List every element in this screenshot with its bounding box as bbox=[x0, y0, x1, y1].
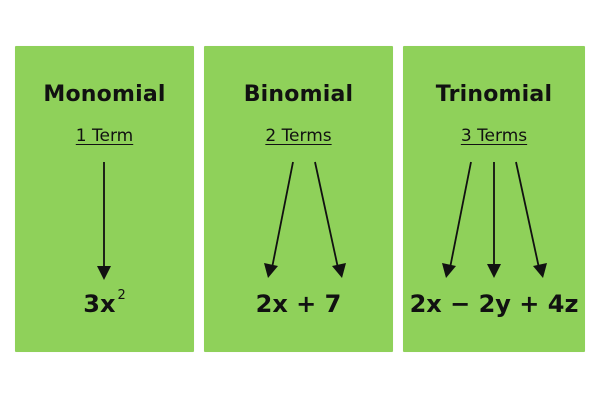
trinomial-card: Trinomial 3 Terms 2x − 2y + 4z bbox=[403, 46, 585, 352]
trinomial-terms-text: 3 Terms bbox=[460, 126, 528, 146]
binomial-arrows bbox=[264, 161, 346, 278]
trinomial-arrow-right bbox=[515, 161, 540, 269]
binomial-title: Binomial bbox=[243, 82, 354, 107]
trinomial-arrows bbox=[442, 161, 547, 278]
monomial-arrow-head bbox=[97, 266, 111, 280]
trinomial-arrow-right-head bbox=[533, 263, 547, 278]
trinomial-arrow-left-head bbox=[442, 263, 456, 278]
trinomial-title: Trinomial bbox=[435, 82, 553, 107]
monomial-terms-text: 1 Term bbox=[75, 126, 134, 146]
binomial-arrow-left-head bbox=[264, 263, 278, 278]
binomial-arrow-right bbox=[314, 161, 339, 269]
monomial-title: Monomial bbox=[43, 82, 166, 107]
binomial-arrow-right-head bbox=[332, 263, 346, 278]
binomial-terms-text: 2 Terms bbox=[265, 126, 332, 146]
monomial-arrows bbox=[97, 162, 111, 280]
monomial-exponent: 2 bbox=[117, 288, 126, 303]
trinomial-arrow-middle-head bbox=[487, 264, 501, 278]
trinomial-expression: 2x − 2y + 4z bbox=[409, 290, 579, 318]
binomial-expression: 2x + 7 bbox=[255, 290, 342, 318]
binomial-terms-label: 2 Terms bbox=[204, 126, 393, 146]
monomial-terms-label: 1 Term bbox=[15, 126, 194, 146]
binomial-card: Binomial 2 Terms 2x + 7 bbox=[204, 46, 393, 352]
trinomial-arrow-left bbox=[449, 161, 472, 269]
monomial-expression-base: 3x bbox=[83, 290, 116, 318]
binomial-arrow-left bbox=[271, 161, 294, 269]
trinomial-terms-label: 3 Terms bbox=[403, 126, 585, 146]
